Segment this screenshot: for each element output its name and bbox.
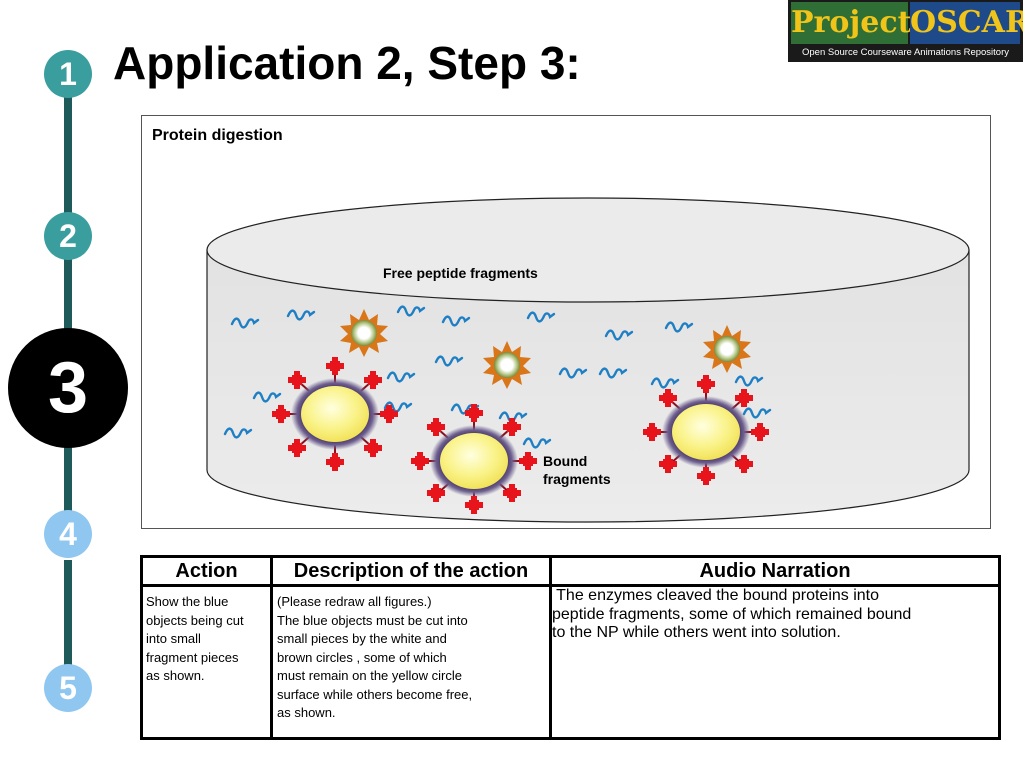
step-rail-bottom xyxy=(64,560,72,670)
description-line: surface while others become free, xyxy=(277,686,473,702)
step-1-badge[interactable]: 1 xyxy=(44,50,92,98)
description-line: as shown. xyxy=(277,705,336,720)
bound-label-line-1: Bound xyxy=(543,453,588,469)
action-line: Show the blue xyxy=(146,594,229,609)
header-action: Action xyxy=(140,555,273,587)
action-cell: Show the blue objects being cut into sma… xyxy=(140,584,273,740)
description-line: must remain on the yellow circle xyxy=(277,668,462,683)
storyboard-table: Action Description of the action Audio N… xyxy=(140,555,1001,740)
free-fragments-label: Free peptide fragments xyxy=(383,265,538,281)
table-header-row: Action Description of the action Audio N… xyxy=(140,555,1001,587)
logo-word-project: Project xyxy=(791,2,911,44)
step-3-badge-current[interactable]: 3 xyxy=(8,328,128,448)
nanoparticle-icon xyxy=(411,404,537,514)
narration-line: peptide fragments, some of which remaine… xyxy=(552,605,912,623)
header-description: Description of the action xyxy=(270,555,552,587)
logo-subtitle: Open Source Courseware Animations Reposi… xyxy=(802,47,1009,58)
action-line: as shown. xyxy=(146,668,205,683)
enzyme-burst-icon xyxy=(703,325,751,373)
step-5-badge[interactable]: 5 xyxy=(44,664,92,712)
bound-fragments-label: Bound fragments xyxy=(543,452,611,488)
action-line: objects being cut xyxy=(146,612,244,628)
step-rail-low xyxy=(64,440,72,520)
table-row: Show the blue objects being cut into sma… xyxy=(140,584,1001,740)
page-title: Application 2, Step 3: xyxy=(113,37,581,89)
description-line: small pieces by the white and xyxy=(277,631,447,646)
description-line: (Please redraw all figures.) xyxy=(277,594,432,609)
narration-cell: The enzymes cleaved the bound proteins i… xyxy=(549,584,1001,740)
description-line: The blue objects must be cut into xyxy=(277,612,468,628)
header-audio-narration: Audio Narration xyxy=(549,555,1001,587)
step-2-badge[interactable]: 2 xyxy=(44,212,92,260)
step-rail-mid xyxy=(64,258,72,338)
action-line: fragment pieces xyxy=(146,649,239,665)
narration-line: to the NP while others went into solutio… xyxy=(552,624,841,641)
step-4-badge[interactable]: 4 xyxy=(44,510,92,558)
nanoparticle-icon xyxy=(272,357,398,471)
description-line: brown circles , some of which xyxy=(277,649,447,665)
logo-word-oscar: OSCAR xyxy=(910,2,1023,44)
description-cell: (Please redraw all figures.) The blue ob… xyxy=(270,584,552,740)
diagram-frame xyxy=(141,115,991,529)
narration-line: The enzymes cleaved the bound proteins i… xyxy=(552,587,880,604)
action-line: into small xyxy=(146,631,201,646)
nanoparticle-icon xyxy=(643,375,769,485)
enzyme-burst-icon xyxy=(483,341,531,389)
bound-label-line-2: fragments xyxy=(543,471,611,487)
step-rail-top xyxy=(64,92,72,214)
enzyme-burst-icon xyxy=(340,309,388,357)
project-oscar-logo: Project OSCAR Open Source Courseware Ani… xyxy=(788,0,1023,62)
diagram-label: Protein digestion xyxy=(152,127,283,144)
